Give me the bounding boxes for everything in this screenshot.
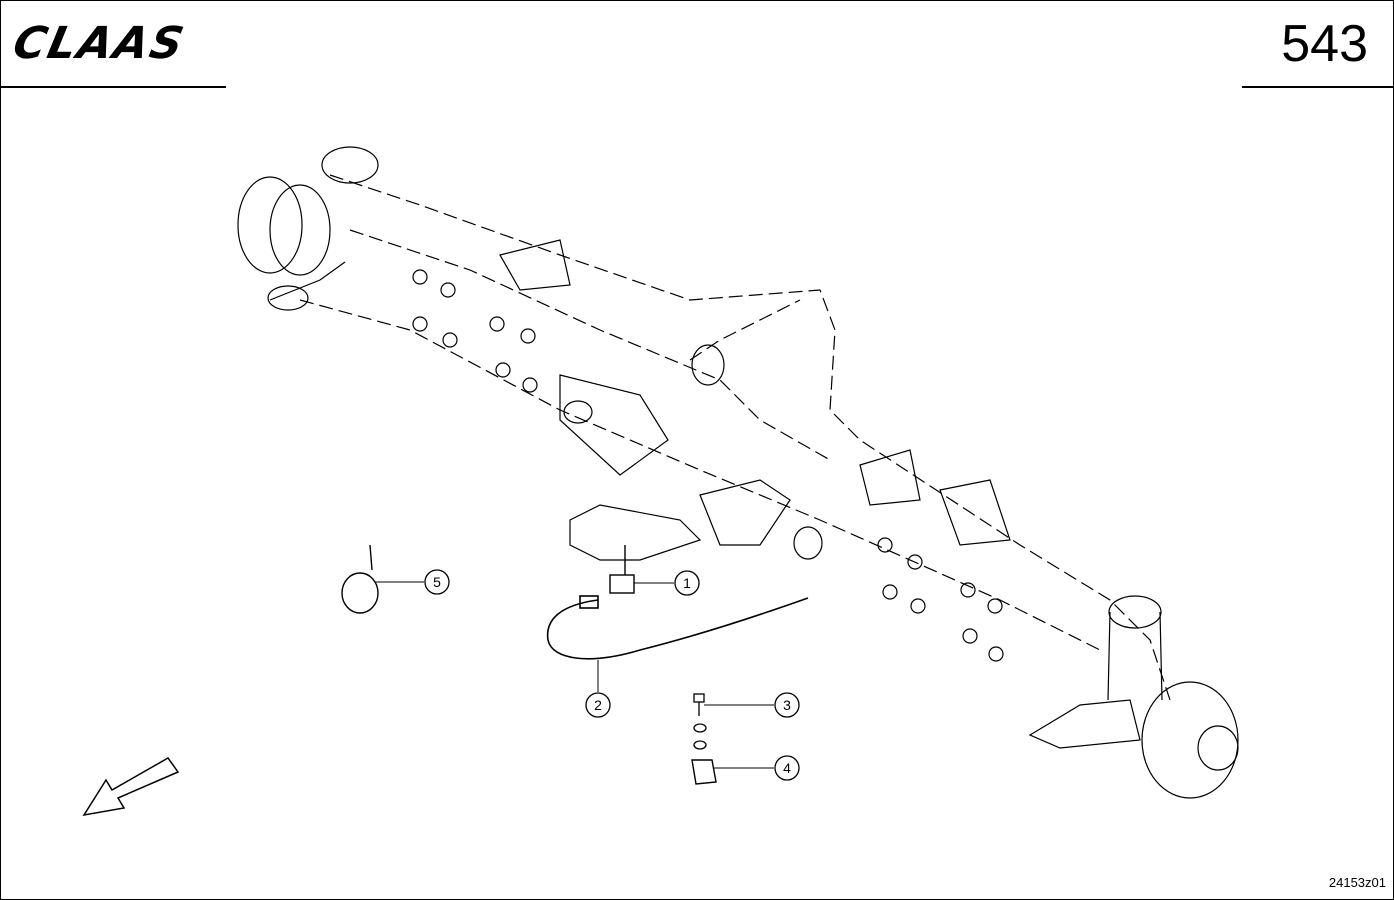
sensor-cable-part — [546, 595, 809, 660]
drawing-id: 24153z01 — [1328, 875, 1386, 890]
sensor-bracket — [569, 479, 823, 561]
brand-underline — [0, 86, 226, 88]
callout-3-label: 3 — [783, 697, 791, 713]
callout-4: 4 — [774, 755, 800, 781]
callout-5-label: 5 — [433, 574, 441, 590]
page-number-underline — [1242, 86, 1394, 88]
axle-ribs — [499, 239, 1011, 546]
page-number: 543 — [1281, 15, 1368, 73]
right-bolts — [877, 537, 1004, 662]
axle-beam — [299, 174, 1171, 701]
direction-arrow-icon — [82, 757, 180, 817]
right-hub — [1028, 595, 1239, 799]
callout-2-label: 2 — [594, 697, 602, 713]
callout-4-label: 4 — [783, 760, 791, 776]
callout-1: 1 — [674, 570, 700, 596]
callout-2: 2 — [585, 692, 611, 718]
callout-1-label: 1 — [683, 575, 691, 591]
left-bolts — [412, 269, 538, 393]
left-hub — [237, 146, 379, 311]
cable-tie-part — [341, 544, 379, 614]
callout-5: 5 — [424, 569, 450, 595]
sensor-part — [609, 545, 635, 594]
leader-lines — [375, 581, 774, 769]
bolt-part — [693, 693, 707, 750]
centre-pivot — [559, 344, 725, 476]
callout-3: 3 — [774, 692, 800, 718]
clamp-part — [691, 759, 717, 785]
